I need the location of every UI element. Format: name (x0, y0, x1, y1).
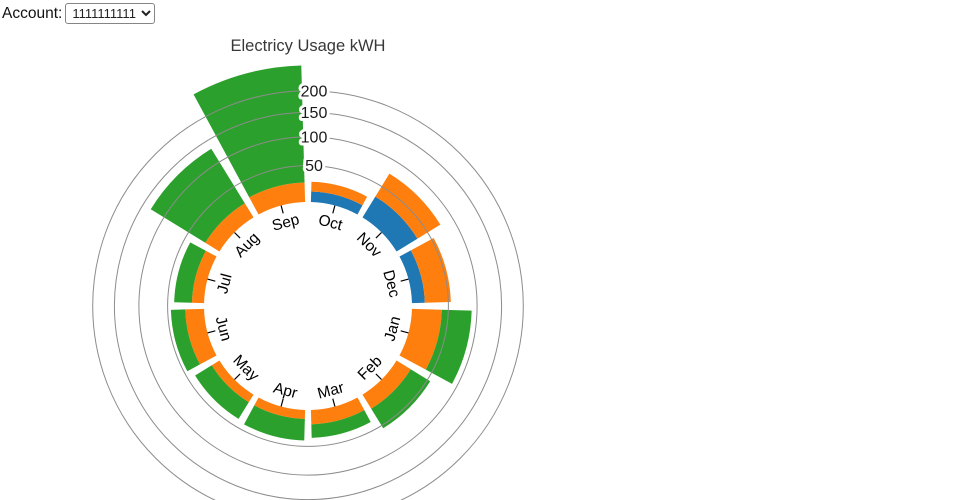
month-tick-sep (280, 205, 284, 214)
chart-sector-mar-orange (310, 397, 365, 425)
radial-tick-label-150: 150 (301, 105, 328, 122)
month-label-dec: Dec (379, 268, 403, 299)
month-label-jan: Jan (381, 314, 404, 343)
chart-sector-jun-green (170, 309, 200, 372)
chart-sector-sep-orange (249, 182, 306, 215)
month-tick-aug (234, 232, 241, 239)
gridline-ring-100 (138, 136, 478, 476)
chart-sector-oct-orange (311, 181, 368, 206)
chart-sector-jun-orange (185, 308, 217, 365)
month-tick-jan (400, 330, 409, 334)
chart-sector-jul-orange (191, 250, 217, 304)
chart-sector-jan-green (425, 309, 472, 384)
chart-sector-jul-green (174, 242, 206, 303)
month-tick-dec (400, 278, 409, 282)
month-label-apr: Apr (271, 380, 299, 403)
chart-sector-feb-orange (362, 360, 411, 409)
chart-title: Electricy Usage kWH (231, 37, 386, 55)
chart-sector-oct-blue (310, 191, 363, 215)
chart-sector-feb-green (371, 369, 431, 429)
account-select[interactable]: 1111111111 (65, 3, 156, 24)
radial-tick-label-100: 100 (301, 130, 328, 147)
month-tick-feb (375, 373, 382, 380)
month-tick-jul (207, 278, 216, 282)
chart-sector-dec-blue (399, 250, 425, 304)
account-bar: Account: 1111111111 (2, 3, 156, 24)
chart-sector-mar-green (311, 410, 371, 438)
month-tick-mar (332, 398, 336, 407)
gridline-ring-200 (92, 90, 524, 500)
chart-sector-nov-orange (375, 173, 441, 239)
month-tick-jun (207, 330, 216, 334)
month-label-jun: Jun (212, 314, 235, 343)
chart-sector-nov-blue (362, 196, 418, 252)
chart-sector-aug-orange (205, 203, 254, 252)
month-label-oct: Oct (316, 212, 344, 235)
chart-sector-sep-green (193, 65, 305, 198)
chart-sector-aug-green (150, 148, 245, 243)
account-label: Account: (2, 4, 63, 22)
month-tick-apr (280, 398, 284, 407)
chart-sector-apr-orange (254, 397, 306, 419)
radial-tick-label-50: 50 (305, 158, 323, 175)
chart-sector-dec-orange (410, 238, 451, 303)
chart-sector-apr-green (244, 405, 305, 441)
month-label-mar: Mar (316, 379, 346, 402)
month-label-sep: Sep (270, 211, 301, 235)
month-tick-may (234, 373, 241, 380)
gridline-ring-50 (167, 165, 449, 447)
chart-sector-may-orange (211, 360, 254, 403)
month-tick-oct (332, 205, 336, 214)
radial-tick-label-200: 200 (301, 83, 328, 100)
month-label-jul: Jul (214, 272, 236, 296)
chart-sector-may-green (195, 365, 249, 419)
month-tick-nov (375, 232, 382, 239)
chart-sector-jan-orange (399, 308, 442, 370)
